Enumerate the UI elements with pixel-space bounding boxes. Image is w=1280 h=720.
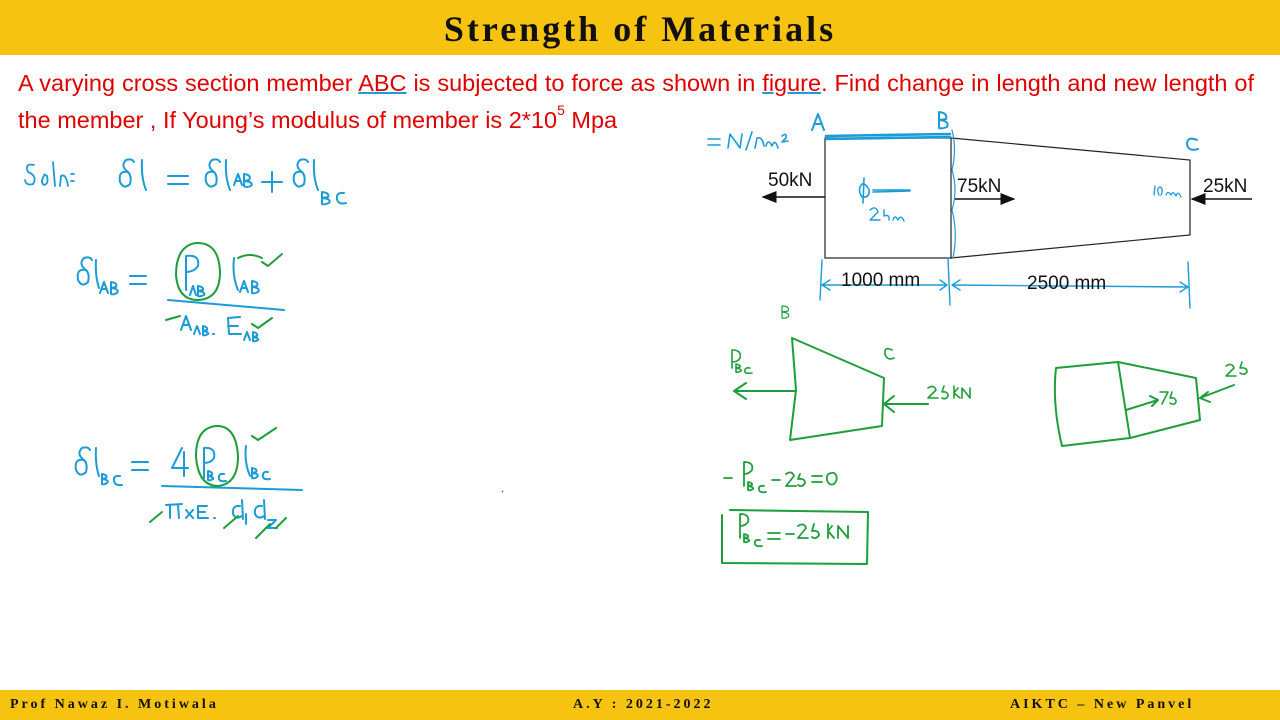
footer-institute: AIKTC – New Panvel xyxy=(1010,697,1195,712)
numerator-bc xyxy=(171,445,271,483)
fbd-bc-shape xyxy=(789,337,885,441)
exponent: 5 xyxy=(557,102,565,118)
label-a xyxy=(811,113,825,131)
circle-p-ab xyxy=(175,241,221,301)
dimension-bc xyxy=(951,261,1191,309)
result-text xyxy=(739,513,849,548)
member-name: ABC xyxy=(358,70,407,96)
diameter-10mm xyxy=(1153,185,1182,198)
label-b xyxy=(938,111,949,130)
wavy-b-line xyxy=(951,129,956,259)
force-50kn-label: 50kN xyxy=(768,170,813,191)
problem-statement: A varying cross section member ABC is su… xyxy=(18,68,1254,136)
stray-dot xyxy=(501,490,504,493)
circle-p-bc xyxy=(195,424,239,487)
equation-total xyxy=(118,158,347,206)
dimension-ab xyxy=(819,257,951,306)
whiteboard-canvas xyxy=(24,111,1252,565)
sketch-25-arrow xyxy=(1199,384,1235,403)
fbd-label-c xyxy=(884,347,895,360)
footer-bar xyxy=(0,690,1280,720)
figure-word: figure xyxy=(762,70,822,96)
segment-ab xyxy=(824,137,952,259)
fbd-25kn-label xyxy=(927,385,971,400)
fraction-bar-bc xyxy=(161,485,303,491)
fbd-label-b xyxy=(781,305,790,319)
denominator-bc xyxy=(165,499,278,529)
sketch-75-arrow xyxy=(1125,395,1159,411)
problem-text-1: A varying cross section member xyxy=(18,70,359,96)
length-bc-label: 2500 mm xyxy=(1027,273,1107,294)
tick-l-ab xyxy=(237,253,283,267)
p-ab xyxy=(185,254,206,298)
sketch-right-taper xyxy=(1117,361,1201,439)
denominator-ab xyxy=(180,315,260,343)
tick-denominator xyxy=(165,315,273,329)
soln-label xyxy=(24,161,75,187)
diameter-25mm xyxy=(869,207,905,222)
force-25kn-label: 25kN xyxy=(1203,176,1248,197)
sketch-25-label xyxy=(1225,361,1248,377)
fraction-bar-ab xyxy=(167,299,285,311)
member-diagram xyxy=(761,137,1252,259)
units-note xyxy=(707,131,789,151)
footer-academic-year: A.Y : 2021-2022 xyxy=(573,697,714,712)
label-c xyxy=(1186,137,1199,151)
sketch-right-box xyxy=(1053,361,1131,447)
header-bar xyxy=(0,0,1280,55)
result-box xyxy=(721,509,869,565)
problem-text-4: Mpa xyxy=(564,106,618,133)
equilibrium-equation xyxy=(723,461,838,494)
footer-author: Prof Nawaz I. Motiwala xyxy=(10,697,219,712)
tick-denominator-bc xyxy=(149,511,287,539)
length-ab-label: 1000 mm xyxy=(841,270,921,291)
fbd-p-bc-arrow xyxy=(733,382,797,400)
sketch-75-label xyxy=(1159,391,1177,406)
fbd-25kn-arrow xyxy=(883,395,929,413)
green-ink-annotations xyxy=(149,241,1248,565)
equation-ab-lhs xyxy=(76,256,147,296)
blue-ink-annotations xyxy=(24,111,1199,529)
equation-bc-lhs xyxy=(74,446,149,487)
problem-text-2: is subjected to force as shown in xyxy=(406,70,763,96)
top-edge-mark xyxy=(824,132,952,141)
force-75kn-label: 75kN xyxy=(957,176,1002,197)
diameter-note-ab xyxy=(858,177,911,204)
fbd-p-bc-label xyxy=(731,349,753,375)
problem-text-3: . Find change in length and new length o… xyxy=(18,70,1255,133)
segment-bc xyxy=(950,137,1191,259)
tick-l-bc xyxy=(251,427,277,441)
slide-title: Strength of Materials xyxy=(443,9,837,49)
l-ab xyxy=(232,257,260,295)
